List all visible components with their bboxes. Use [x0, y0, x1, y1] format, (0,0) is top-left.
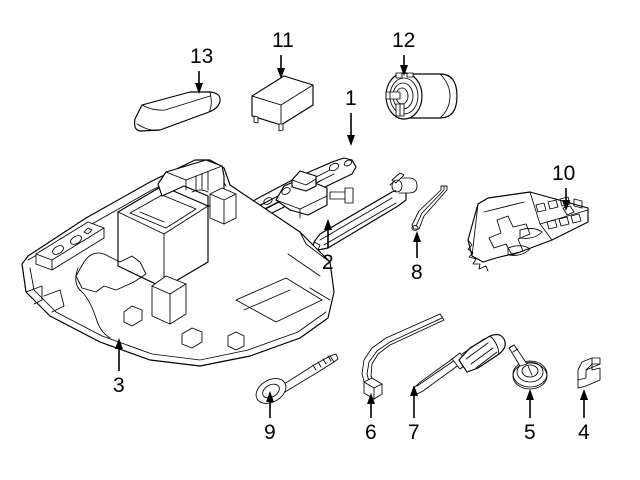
callout-label-7: 7: [408, 421, 420, 444]
part-7-screwdriver: [412, 333, 506, 395]
part-12-air-compressor-canister: [385, 72, 458, 120]
callout-label-6: 6: [365, 421, 377, 444]
callout-label-4: 4: [578, 421, 590, 444]
callout-label-1: 1: [345, 87, 357, 110]
part-6-lug-nut-wrench: [361, 313, 445, 400]
callout-label-5: 5: [524, 421, 536, 444]
callout-label-11: 11: [272, 29, 294, 52]
part-9-tow-eye-bolt: [255, 353, 339, 404]
part-10-tool-holder-bracket: [467, 191, 589, 272]
part-8-hex-wrench: [411, 185, 448, 231]
part-3-tool-storage-tray: [21, 159, 335, 367]
callout-label-13: 13: [190, 45, 214, 68]
part-5-tow-hook-puller: [508, 344, 548, 390]
callout-label-3: 3: [113, 374, 125, 397]
part-4-retainer-clip: [577, 357, 601, 389]
callout-label-12: 12: [392, 29, 416, 52]
callout-label-10: 10: [552, 162, 576, 185]
leader-lines: [115, 55, 588, 418]
callout-label-9: 9: [264, 421, 276, 444]
part-2-jack-handle: [312, 172, 418, 251]
callout-label-2: 2: [322, 251, 334, 274]
part-11-sealant-kit-box: [251, 75, 314, 132]
callout-label-8: 8: [411, 261, 423, 284]
part-1-scissor-jack: [239, 157, 357, 223]
part-13-foam-spacer-block: [133, 91, 221, 132]
